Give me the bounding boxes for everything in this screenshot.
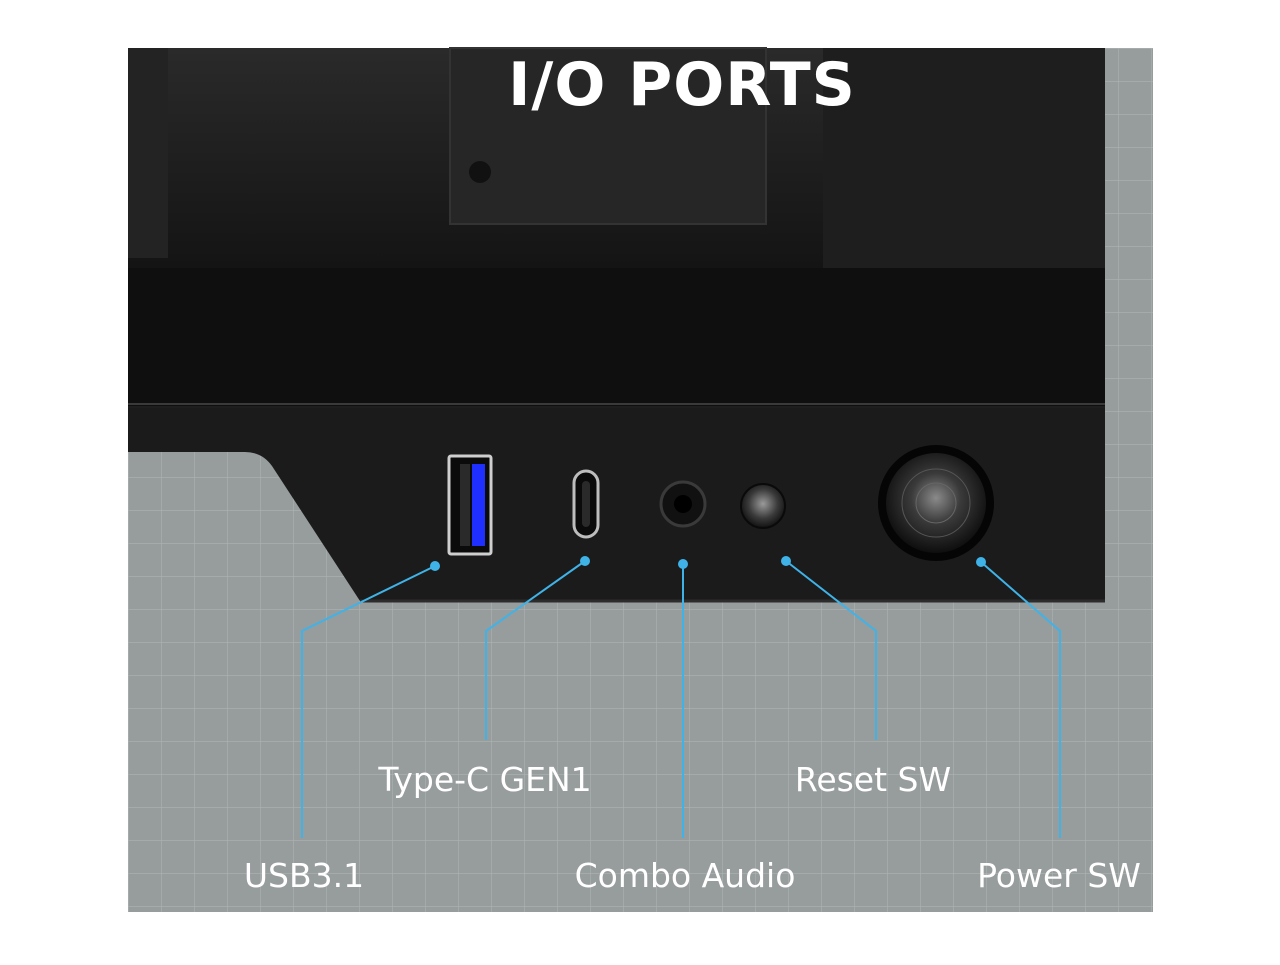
label-power: Power SW [977,856,1141,895]
label-usb: USB3.1 [243,856,365,895]
callout-line-power [980,561,1061,838]
case-glass-bottom [128,268,1105,406]
case-bracket [449,47,767,225]
label-reset: Reset SW [794,760,952,799]
callout-line-reset [785,560,877,740]
case-vent [128,48,168,258]
callout-line-typec [485,560,586,740]
label-typec: Type-C GEN1 [378,760,592,799]
callout-dot-usb [430,561,440,571]
reset-button-icon [740,483,786,529]
callout-line-usb [301,565,436,838]
callout-dot-power [976,557,986,567]
io-panel [128,408,1105,601]
label-audio: Combo Audio [574,856,796,895]
callout-dot-typec [580,556,590,566]
diagram-title: I/O PORTS [508,50,856,120]
audio-jack-icon [659,480,707,528]
callout-dot-audio [678,559,688,569]
power-button-icon [878,445,994,561]
usb-a-port-icon [447,454,493,556]
callout-dot-reset [781,556,791,566]
usb-c-port-icon [572,469,600,539]
case-screw [469,161,491,183]
